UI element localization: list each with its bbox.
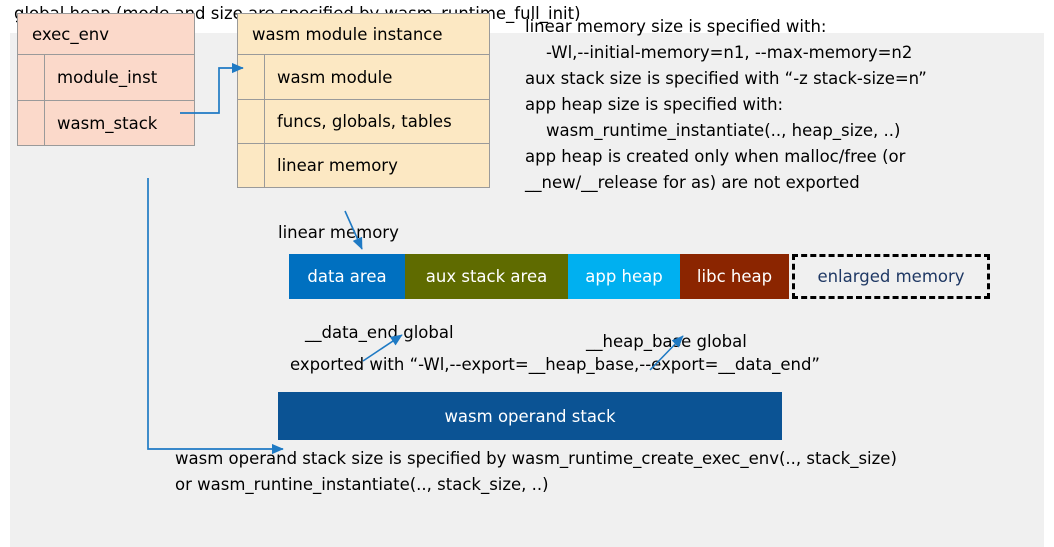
exec-env-row-module-inst: module_inst (18, 55, 194, 100)
exported-with-label: exported with “-Wl,--export=__heap_base,… (290, 355, 820, 374)
wasm-module-instance-row-wasm-module: wasm module (238, 55, 489, 99)
operand-stack-note: wasm operand stack size is specified by … (175, 449, 897, 494)
row-gutter (18, 101, 45, 145)
wasm-module-instance-rows: wasm module funcs, globals, tables linea… (238, 55, 489, 187)
data-end-global-label: __data_end global (305, 323, 454, 342)
exec-env-row-label: wasm_stack (57, 113, 158, 133)
linear-memory-note: linear memory size is specified with: -W… (525, 17, 927, 192)
wasm-module-instance-row-linear-memory: linear memory (238, 143, 489, 187)
row-gutter (238, 55, 265, 99)
row-gutter (238, 100, 265, 143)
wasm-module-instance-row-label: wasm module (277, 67, 393, 87)
memory-segment-label: aux stack area (425, 267, 548, 286)
wasm-module-instance-row-label: funcs, globals, tables (277, 112, 452, 131)
exec-env-rows: module_inst wasm_stack (18, 55, 194, 145)
linear-memory-caption: linear memory (278, 223, 399, 242)
exec-env-box: exec_env module_inst wasm_stack (17, 13, 195, 146)
wasm-operand-stack-box: wasm operand stack (278, 392, 782, 440)
memory-segment-aux-stack-area: aux stack area (405, 254, 568, 299)
wasm-module-instance-row-funcs-globals-tables: funcs, globals, tables (238, 99, 489, 143)
memory-segment-app-heap: app heap (568, 254, 680, 299)
exec-env-header: exec_env (18, 14, 194, 55)
memory-segment-label: data area (307, 267, 387, 286)
memory-segment-label: libc heap (696, 267, 773, 286)
linear-memory-bar: data area aux stack area app heap libc heap… (279, 254, 990, 299)
memory-segment-libc-heap: libc heap (680, 254, 789, 299)
heap-base-global-label: __heap_base global (586, 332, 747, 351)
memory-segment-label: enlarged memory (817, 267, 965, 286)
wasm-module-instance-box: wasm module instance wasm module funcs, … (237, 13, 490, 188)
memory-segment-enlarged-memory: enlarged memory (792, 254, 990, 299)
wasm-module-instance-header: wasm module instance (238, 14, 489, 55)
wasm-module-instance-row-label: linear memory (277, 156, 398, 175)
memory-segment-label: app heap (585, 267, 663, 286)
exec-env-row-label: module_inst (57, 68, 158, 87)
row-gutter (18, 55, 45, 100)
wasm-operand-stack-label: wasm operand stack (444, 406, 616, 426)
exec-env-row-wasm-stack: wasm_stack (18, 100, 194, 145)
memory-segment-data-area: data area (289, 254, 405, 299)
row-gutter (238, 144, 265, 187)
